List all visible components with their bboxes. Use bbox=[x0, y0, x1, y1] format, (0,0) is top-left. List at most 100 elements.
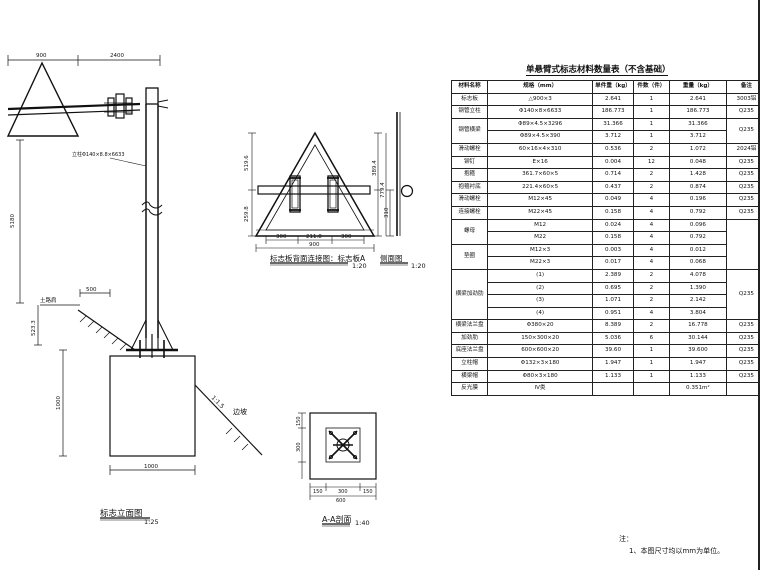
table-cell: 1.428 bbox=[668, 168, 727, 182]
table-cell: △900×3 bbox=[487, 92, 594, 107]
table-cell: 0.792 bbox=[668, 231, 727, 245]
dim-523: 523.3 bbox=[31, 320, 37, 336]
table-cell: Φ380×20 bbox=[487, 319, 594, 333]
base-plate bbox=[126, 319, 178, 358]
material-table: 材料名称 规格（mm） 单件重（kg） 件数（件） 重量（kg） 备注 标志板△… bbox=[450, 80, 760, 396]
table-cell: 0.004 bbox=[592, 155, 634, 170]
table-cell: 2.389 bbox=[592, 268, 634, 283]
table-cell: 1 bbox=[632, 92, 670, 107]
table-header-row: 材料名称 规格（mm） 单件重（kg） 件数（件） 重量（kg） 备注 bbox=[450, 80, 760, 94]
table-cell: 2 bbox=[632, 294, 670, 308]
clamp-left bbox=[289, 175, 301, 213]
table-title: 单悬臂式标志材料数量表（不含基础） bbox=[526, 65, 671, 75]
back-dim-left2: 259.8 bbox=[244, 206, 250, 222]
table-cell: 1 bbox=[632, 357, 670, 371]
table-cell: 0.017 bbox=[592, 256, 634, 270]
table-cell: 0.048 bbox=[668, 155, 727, 170]
table-cell: Ε×16 bbox=[487, 155, 594, 170]
table-cell: 3.712 bbox=[592, 130, 634, 144]
table-cell: 3.804 bbox=[668, 306, 727, 321]
dim-sign-width: 900 bbox=[36, 53, 47, 59]
table-cell: 2 bbox=[632, 142, 670, 157]
table-cell: M12 bbox=[487, 218, 594, 233]
table-cell: 5.036 bbox=[592, 331, 634, 346]
table-cell: M22×3 bbox=[487, 256, 594, 270]
table-cell: Q235 bbox=[725, 319, 760, 333]
table-cell: Φ140×8×6633 bbox=[487, 105, 594, 119]
table-cell: 4 bbox=[632, 231, 670, 245]
table-cell: 1.071 bbox=[592, 294, 634, 308]
table-cell: 0.351m² bbox=[668, 382, 727, 396]
table-cell: 3003铝 bbox=[725, 92, 760, 107]
elevation-view bbox=[6, 55, 263, 521]
table-cell: 标志板 bbox=[450, 92, 489, 107]
header-material: 材料名称 bbox=[450, 80, 489, 94]
back-triangle-outer bbox=[254, 131, 376, 237]
elevation-scale: 1:25 bbox=[144, 518, 159, 526]
section-dim-2: 300 bbox=[338, 489, 348, 495]
table-cell: 1 bbox=[632, 369, 670, 384]
table-cell: 4 bbox=[632, 256, 670, 270]
table-cell: 1.947 bbox=[668, 357, 727, 371]
foundation bbox=[109, 355, 196, 457]
table-cell: 加劲肋 bbox=[450, 331, 489, 346]
table-cell: 150×300×20 bbox=[487, 331, 594, 346]
back-dim-bottom-1: 300 bbox=[276, 234, 287, 240]
table-cell: Q235 bbox=[725, 331, 760, 346]
table-cell: 4 bbox=[632, 243, 670, 258]
section-dim-3: 150 bbox=[363, 489, 373, 495]
table-cell: 1 bbox=[632, 117, 670, 132]
table-cell bbox=[632, 382, 670, 396]
dim-arm-length: 2400 bbox=[110, 53, 124, 59]
section-dim-1: 150 bbox=[313, 489, 323, 495]
table-cell: 钢管立柱 bbox=[450, 105, 489, 119]
table-cell: 31.366 bbox=[592, 117, 634, 132]
back-dim-right1: 389.4 bbox=[372, 160, 378, 176]
table-cell: Φ80×3×180 bbox=[487, 369, 594, 384]
table-cell: Q235 bbox=[725, 155, 760, 170]
table-cell: 滑动螺栓 bbox=[450, 193, 489, 207]
table-cell: 抱箍 bbox=[450, 168, 489, 182]
table-cell: 221.4×60×5 bbox=[487, 180, 594, 195]
dim-height-left: 5180 bbox=[10, 214, 16, 228]
back-dim-total: 900 bbox=[309, 242, 320, 248]
table-cell: 2 bbox=[632, 319, 670, 333]
table-cell: 0.714 bbox=[592, 168, 634, 182]
table-cell: 60×16×4×310 bbox=[487, 142, 594, 157]
back-view bbox=[248, 131, 387, 266]
table-cell: 4 bbox=[632, 193, 670, 207]
table-cell: Q235 bbox=[725, 168, 760, 182]
table-cell: 39.600 bbox=[668, 344, 727, 359]
section-title: A-A剖面 bbox=[322, 514, 351, 524]
back-dim-right2: 779.4 bbox=[380, 182, 386, 198]
table-cell: 39.60 bbox=[592, 344, 634, 359]
table-cell: Φ89×4.5×390 bbox=[487, 130, 594, 144]
table-cell: 螺母 bbox=[450, 218, 489, 245]
table-cell: 2 bbox=[632, 268, 670, 283]
note-line-1: 1、本图尺寸均以mm为单位。 bbox=[629, 547, 725, 555]
table-cell: Q235 bbox=[725, 344, 760, 359]
dim-foundation-height: 1000 bbox=[56, 396, 62, 410]
table-cell: 0.536 bbox=[592, 142, 634, 157]
table-cell: 1 bbox=[632, 344, 670, 359]
